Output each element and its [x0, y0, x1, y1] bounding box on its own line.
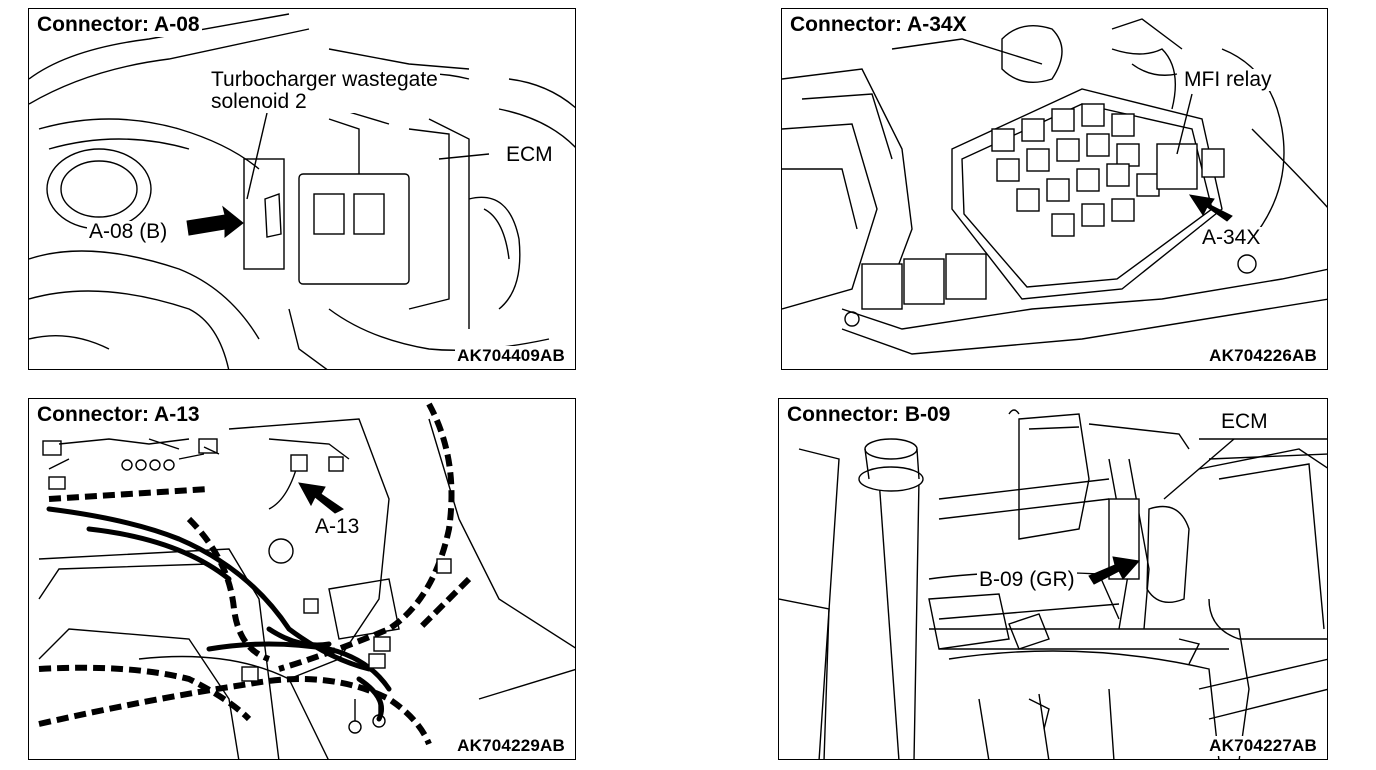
figure-code: AK704227AB	[1207, 736, 1319, 756]
ecm-area-illustration	[779, 409, 1327, 759]
label-connector: A-13	[313, 515, 362, 538]
panel-title: Connector: A-13	[35, 403, 202, 427]
label-mfi-relay: MFI relay	[1182, 68, 1274, 91]
label-ecm: ECM	[1219, 410, 1270, 433]
panel-title: Connector: A-34X	[788, 13, 969, 37]
label-line-1: Turbocharger wastegate	[211, 68, 438, 91]
panel-title: Connector: A-08	[35, 13, 202, 37]
relay-array	[991, 103, 1160, 237]
label-ecm: ECM	[504, 143, 555, 166]
relay-box-illustration	[782, 18, 1327, 355]
panel-connector-a08: Connector: A-08 Turbocharger wastegate s…	[28, 8, 576, 370]
panel-connector-a34x: Connector: A-34X MFI relay A-34X AK70422…	[781, 8, 1328, 370]
label-connector: A-34X	[1200, 226, 1263, 249]
label-connector: B-09 (GR)	[977, 568, 1077, 591]
panel-connector-a13: Connector: A-13 A-13 AK704229AB	[28, 398, 576, 760]
label-line-2: solenoid 2	[211, 90, 307, 113]
figure-code: AK704226AB	[1207, 346, 1319, 366]
panel-title: Connector: B-09	[785, 403, 953, 427]
figure-code: AK704409AB	[455, 346, 567, 366]
engine-bay-illustration	[29, 13, 575, 369]
figure-code: AK704229AB	[455, 736, 567, 756]
label-connector: A-08 (B)	[87, 220, 170, 243]
panel-connector-b09: Connector: B-09 ECM B-09 (GR) AK704227AB	[778, 398, 1328, 760]
label-turbocharger-wastegate: Turbocharger wastegate solenoid 2	[209, 69, 440, 113]
harness-illustration	[38, 402, 575, 759]
